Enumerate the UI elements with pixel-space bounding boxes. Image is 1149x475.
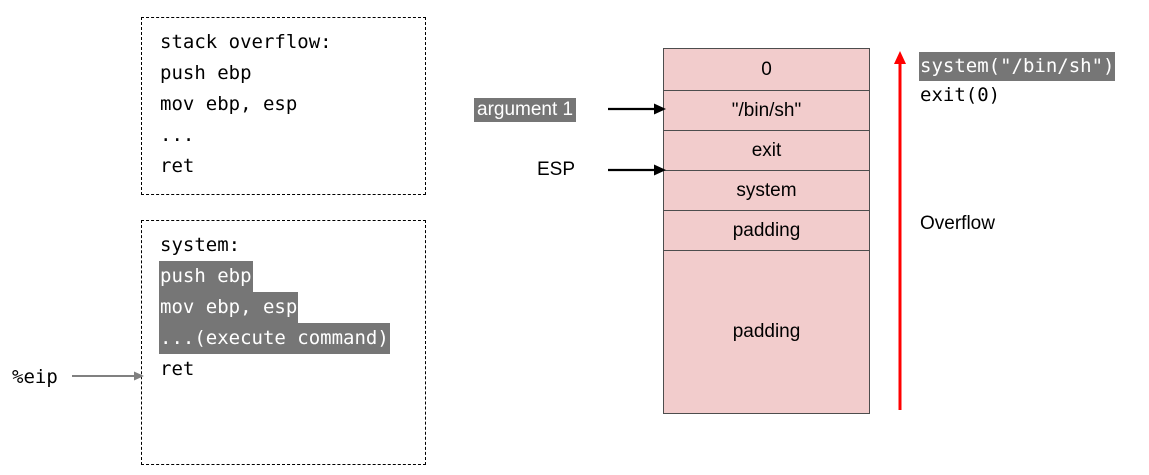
esp-arrow-icon — [608, 164, 666, 176]
eip-register-label: %eip — [12, 366, 58, 388]
stack-overflow-code-line-1: push ebp — [160, 62, 252, 84]
code-box-stack-overflow: stack overflow: push ebp mov ebp, esp... re… — [141, 17, 426, 195]
stack-cell-4: padding — [664, 211, 869, 251]
system-code-line-1: push ebp — [159, 261, 253, 292]
stack-overflow-code-line-4: ret — [160, 155, 195, 177]
stack-cell-label: padding — [732, 321, 801, 342]
stack-cell-2: exit — [664, 131, 869, 171]
code-lines-stack-overflow: stack overflow: push ebp mov ebp, esp... re… — [159, 27, 333, 182]
stack-overflow-code-line-0: stack overflow: — [160, 31, 332, 53]
system-code-line-0: system: — [160, 234, 241, 256]
system-code-line-3: ...(execute command) — [159, 323, 390, 354]
stack-overflow-code-line-3: ... — [160, 124, 195, 146]
payload-annotations: system("/bin/sh") exit(0) — [919, 52, 1116, 110]
stack-cell-0: 0 — [664, 49, 869, 91]
stack-cell-1: "/bin/sh" — [664, 91, 869, 131]
stack-cell-5: padding — [664, 251, 869, 413]
pointer-label-argument-1: argument 1 — [474, 98, 577, 122]
stack-cell-label: 0 — [761, 58, 772, 80]
system-code-line-2: mov ebp, esp — [159, 292, 299, 323]
overflow-label: Overflow — [920, 213, 995, 234]
payload-annotation-line-0: system("/bin/sh") — [919, 52, 1116, 81]
system-code-line-4: ret — [160, 358, 195, 380]
stack-cell-label: exit — [751, 139, 782, 161]
stack-cell-label: padding — [732, 219, 801, 241]
stack-cell-3: system — [664, 171, 869, 211]
pointer-label-esp: ESP — [537, 159, 576, 180]
stack-cell-label: system — [736, 179, 797, 201]
stack-cell-label: "/bin/sh" — [731, 99, 802, 121]
stack-overflow-code-line-2: mov ebp, esp — [160, 93, 298, 115]
eip-pointer-arrow-icon — [72, 371, 144, 381]
overflow-direction-arrow-icon — [894, 51, 906, 410]
stack-diagram: 0 "/bin/sh" exit system padding padding — [663, 48, 870, 414]
payload-annotation-line-1: exit(0) — [920, 84, 1001, 106]
argument-1-arrow-icon — [608, 103, 666, 115]
